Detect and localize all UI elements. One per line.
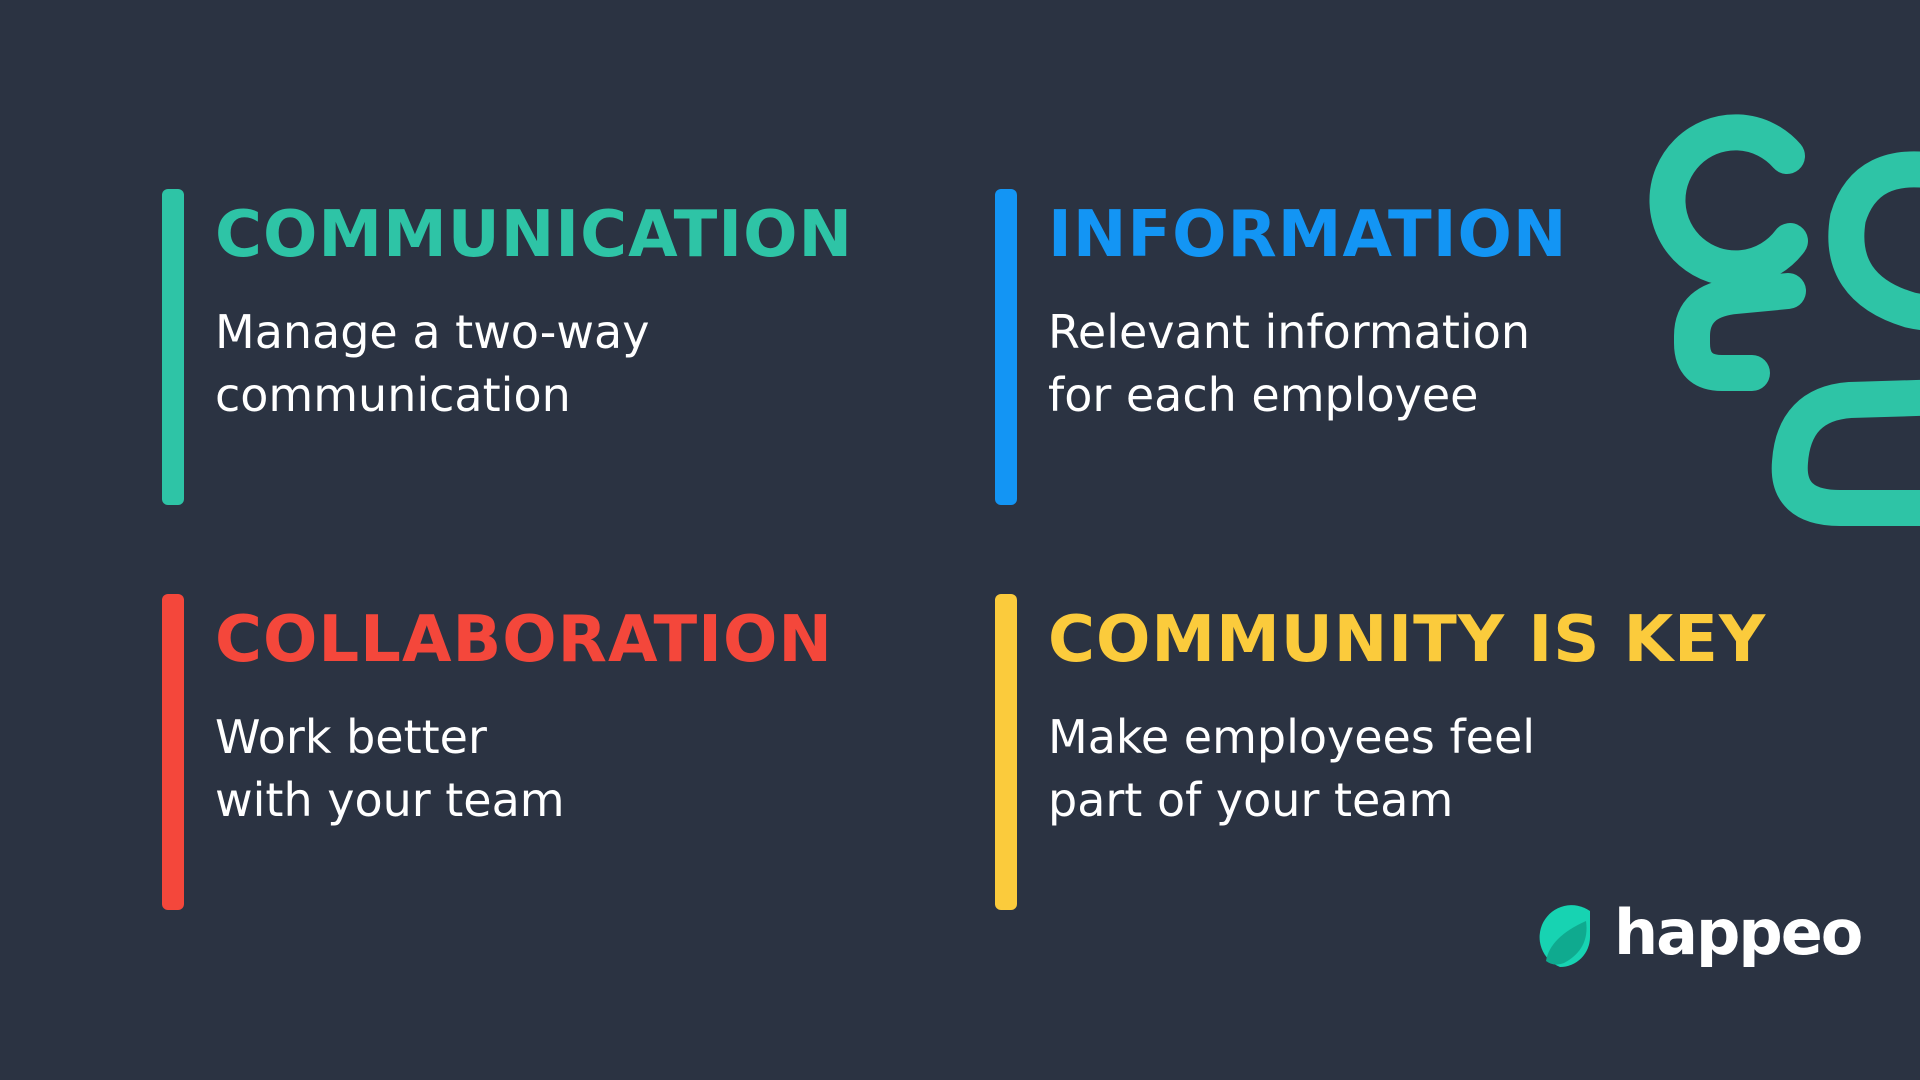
communication-accent-bar [162, 189, 184, 505]
communication-description-line-1: Manage a two-way [215, 305, 650, 359]
back-person-head-icon [1649, 114, 1808, 287]
information-description-line-2: for each employee [1048, 368, 1479, 422]
communication-card: COMMUNICATION Manage a two-way communica… [162, 189, 922, 505]
information-description-line-1: Relevant information [1048, 305, 1530, 359]
community-card: COMMUNITY IS KEY Make employees feel par… [995, 594, 1765, 910]
happeo-logo: happeo [1524, 892, 1863, 974]
collaboration-description: Work better with your team [215, 706, 565, 832]
happeo-leaf-icon [1539, 905, 1590, 967]
collaboration-description-line-2: with your team [215, 773, 565, 827]
front-person-body-icon [1771, 379, 1920, 526]
community-accent-bar [995, 594, 1017, 910]
collaboration-title: COLLABORATION [215, 603, 833, 677]
community-description-line-1: Make employees feel [1048, 710, 1536, 764]
collaboration-card: COLLABORATION Work better with your team [162, 594, 922, 910]
people-group-icon [1649, 114, 1920, 526]
collaboration-description-line-1: Work better [215, 710, 487, 764]
information-accent-bar [995, 189, 1017, 505]
collaboration-accent-bar [162, 594, 184, 910]
communication-description-line-2: communication [215, 368, 571, 422]
community-title: COMMUNITY IS KEY [1048, 603, 1767, 677]
community-description: Make employees feel part of your team [1048, 706, 1535, 832]
front-person-head-icon [1828, 151, 1920, 331]
information-title: INFORMATION [1048, 198, 1568, 272]
happeo-logo-text: happeo [1614, 896, 1863, 969]
communication-title: COMMUNICATION [215, 198, 854, 272]
communication-description: Manage a two-way communication [215, 301, 649, 427]
information-description: Relevant information for each employee [1048, 301, 1530, 427]
information-card: INFORMATION Relevant information for eac… [995, 189, 1755, 505]
community-description-line-2: part of your team [1048, 773, 1454, 827]
back-person-body-icon [1674, 273, 1806, 391]
